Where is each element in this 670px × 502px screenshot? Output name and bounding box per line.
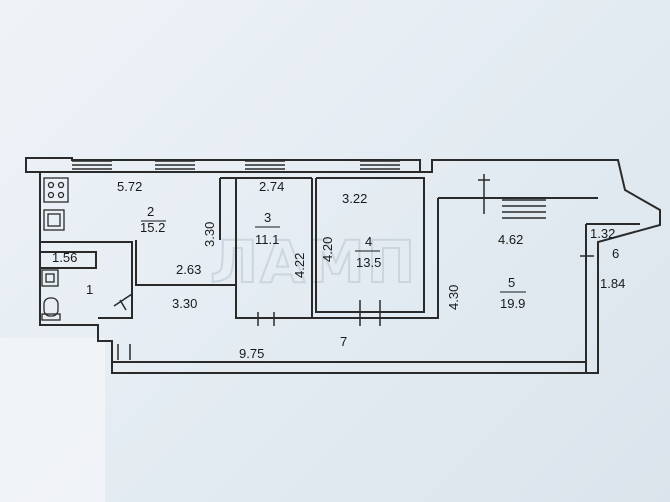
- wall-bath: [40, 241, 133, 319]
- dim-room2-width: 5.72: [117, 179, 142, 194]
- dim-room6-width: 1.32: [590, 226, 615, 241]
- door-5: [117, 344, 131, 360]
- dim-room5-depth: 4.30: [446, 285, 461, 310]
- room4-area: 13.5: [356, 255, 381, 270]
- watermark: ЛАМП: [210, 228, 417, 296]
- wall-corridor-top: [236, 198, 439, 319]
- door-4: [478, 174, 490, 214]
- dim-corridor-length: 9.75: [239, 346, 264, 361]
- walls: [25, 157, 661, 374]
- door-1: [113, 293, 133, 311]
- room2-number: 2: [147, 204, 154, 219]
- dim-hall-segment: 3.30: [172, 296, 197, 311]
- dim-room5-width: 4.62: [498, 232, 523, 247]
- windows: [72, 160, 546, 219]
- room1-number: 1: [86, 282, 93, 297]
- window-2: [155, 160, 195, 170]
- window-3: [245, 160, 285, 170]
- window-1: [72, 160, 112, 170]
- bathtub-icon: [41, 269, 59, 287]
- wall-room2-bottom: [135, 240, 236, 286]
- dim-room2-depth: 3.30: [202, 222, 217, 247]
- toilet-icon: [41, 297, 61, 321]
- labels: 5.72 2 15.2 3.30 2.74 3 11.1 4.22 2.63 3…: [52, 179, 625, 361]
- door-2: [257, 312, 275, 326]
- paper-edge: [0, 338, 105, 502]
- room7-number: 7: [340, 334, 347, 349]
- sink-icon: [43, 209, 65, 231]
- room5-area: 19.9: [500, 296, 525, 311]
- room5-number: 5: [508, 275, 515, 290]
- dim-room3-width-label: 2.74: [259, 179, 284, 194]
- dim-room6-depth: 1.84: [600, 276, 625, 291]
- wall-bath-inner: [40, 251, 97, 269]
- window-5: [502, 199, 546, 219]
- outer-wall: [25, 157, 661, 374]
- dim-room3-depth: 4.22: [292, 253, 307, 278]
- doors: [113, 174, 594, 360]
- room3-area: 11.1: [255, 232, 279, 247]
- room4-number: 4: [365, 234, 372, 249]
- wall-room4: [311, 177, 425, 318]
- dim-room4-depth: 4.20: [320, 237, 335, 262]
- window-4: [360, 160, 400, 170]
- stove-icon: [43, 177, 69, 203]
- room3-number: 3: [264, 210, 271, 225]
- door-3: [359, 300, 381, 326]
- dim-room4-width: 3.22: [342, 191, 367, 206]
- room6-number: 6: [612, 246, 619, 261]
- dim-bath-width: 1.56: [52, 250, 77, 265]
- room2-area: 15.2: [140, 220, 165, 235]
- dim-room3-inner: 2.63: [176, 262, 201, 277]
- door-6: [580, 246, 594, 268]
